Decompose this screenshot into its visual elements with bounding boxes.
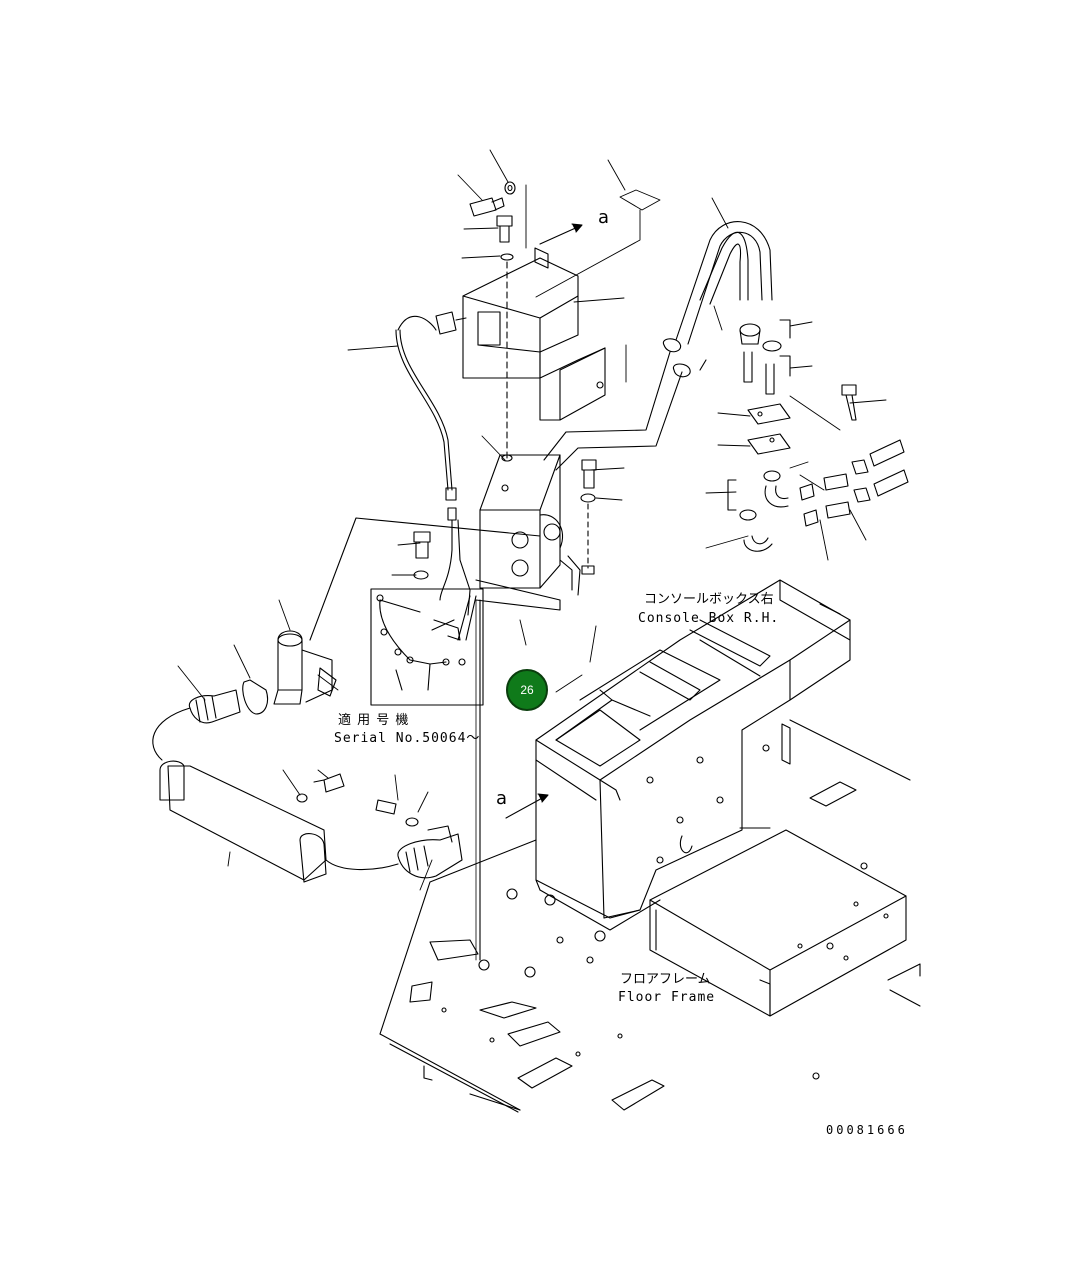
box-bolts: [413, 459, 597, 580]
cable-left: [395, 311, 471, 616]
detail-inset: [370, 588, 484, 706]
top-bolts: [469, 181, 516, 461]
serial-number-label: Serial No.50064～: [334, 731, 481, 746]
part-callout-26[interactable]: 26: [506, 669, 548, 711]
junction-box: [475, 454, 581, 961]
drawing-number: 00081666: [826, 1123, 908, 1137]
u-hose: [543, 221, 773, 471]
leader-lines: [177, 149, 887, 891]
floor-frame: [379, 719, 921, 1113]
floor-frame-jp-label: フロアフレーム: [620, 972, 711, 987]
floor-frame-en-label: Floor Frame: [618, 990, 716, 1005]
applicable-serial-jp: 適 用 号 機: [338, 713, 410, 728]
reference-a-bottom: a: [496, 788, 509, 809]
left-duct: [152, 630, 463, 883]
fittings: [727, 319, 909, 552]
reference-arrows: [505, 223, 583, 819]
upper-cover: [462, 247, 606, 421]
console-box-en-label: Console Box R.H.: [638, 611, 780, 626]
reference-a-top: a: [598, 207, 611, 228]
cross-lines: [309, 517, 541, 641]
console-box: [535, 579, 851, 931]
console-box-jp-label: コンソールボックス右: [644, 592, 774, 607]
